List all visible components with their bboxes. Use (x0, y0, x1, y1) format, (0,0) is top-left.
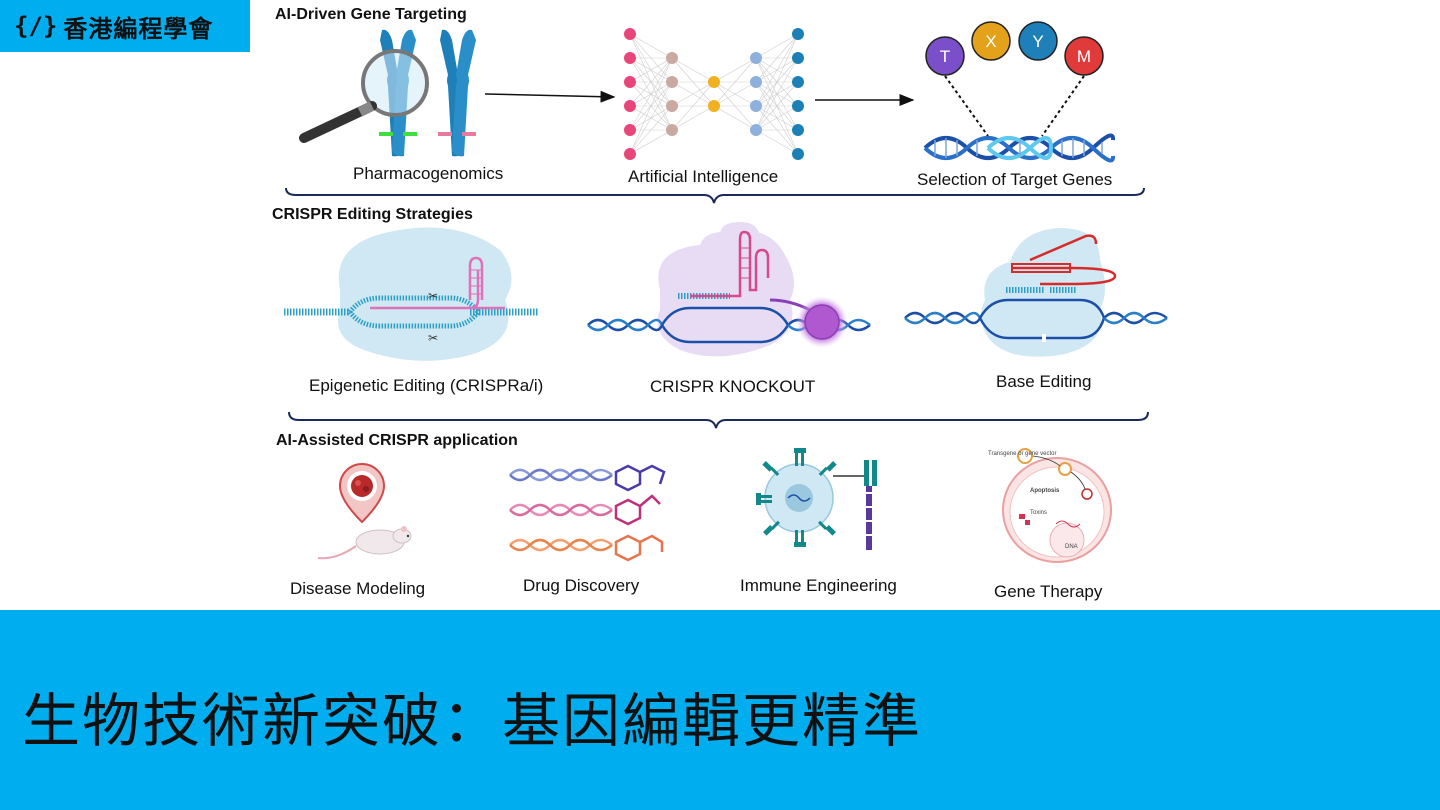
mini-label-apoptosis: Apoptosis (1030, 488, 1060, 494)
crispr-diagram: AI-Driven Gene Targeting Pharmacogenomic… (272, 6, 1168, 601)
svg-text:T: T (940, 47, 950, 66)
mini-label-vector: Transgene or gene vector (988, 451, 1056, 457)
nucleotide-t: T (925, 36, 965, 76)
svg-text:✂: ✂ (428, 289, 438, 303)
logo-name: 香港編程學會 (63, 14, 214, 43)
label-crispr-knockout: CRISPR KNOCKOUT (650, 377, 815, 396)
label-selection-of-target-genes: Selection of Target Genes (917, 170, 1112, 189)
gene-therapy-icon: Transgene or gene vector Apoptosis Toxin… (988, 448, 1112, 563)
drug-discovery-icon (509, 464, 666, 562)
dotted-link-left (944, 75, 989, 137)
label-drug-discovery: Drug Discovery (523, 576, 640, 595)
label-pharmacogenomics: Pharmacogenomics (353, 164, 503, 183)
svg-text:X: X (985, 32, 996, 51)
disease-modeling-icon (317, 463, 412, 560)
svg-text:Y: Y (1032, 32, 1043, 51)
label-artificial-intelligence: Artificial Intelligence (628, 167, 778, 186)
nucleotide-x: X (971, 21, 1011, 61)
logo-brace-icon: {/} (14, 12, 58, 40)
svg-text:M: M (1077, 47, 1091, 66)
crispr-knockout-icon (587, 222, 871, 357)
epigenetic-editing-icon: ✂ ✂ (284, 227, 538, 361)
label-disease-modeling: Disease Modeling (290, 579, 425, 598)
label-epigenetic-editing: Epigenetic Editing (CRISPRa/i) (309, 376, 543, 395)
nucleotide-y: Y (1018, 21, 1058, 61)
section-title-ai-applications: AI-Assisted CRISPR application (276, 432, 518, 449)
nucleotide-m: M (1064, 36, 1104, 76)
label-immune-engineering: Immune Engineering (740, 576, 897, 595)
label-gene-therapy: Gene Therapy (994, 582, 1103, 601)
mini-label-toxins: Toxins (1030, 510, 1047, 516)
arrow-to-ai (484, 90, 616, 103)
section-title-ai-targeting: AI-Driven Gene Targeting (275, 6, 467, 23)
section-title-crispr-strategies: CRISPR Editing Strategies (272, 206, 473, 223)
mini-label-dna: DNA (1065, 544, 1078, 550)
dotted-link-right (1041, 75, 1085, 137)
section-brace-1 (285, 187, 1145, 204)
logo: {/} 香港編程學會 (0, 0, 250, 52)
immune-engineering-icon (756, 448, 877, 550)
svg-text:✂: ✂ (428, 331, 438, 345)
headline-banner: 生物技術新突破：基因編輯更精準 (0, 610, 1440, 810)
neural-network-icon (624, 28, 804, 160)
dna-helix-icon (923, 133, 1116, 163)
base-editing-icon (904, 228, 1168, 357)
headline: 生物技術新突破：基因編輯更精準 (22, 687, 923, 755)
section-brace-2 (288, 411, 1149, 429)
label-base-editing: Base Editing (996, 372, 1091, 391)
magnifier-icon (299, 49, 429, 143)
